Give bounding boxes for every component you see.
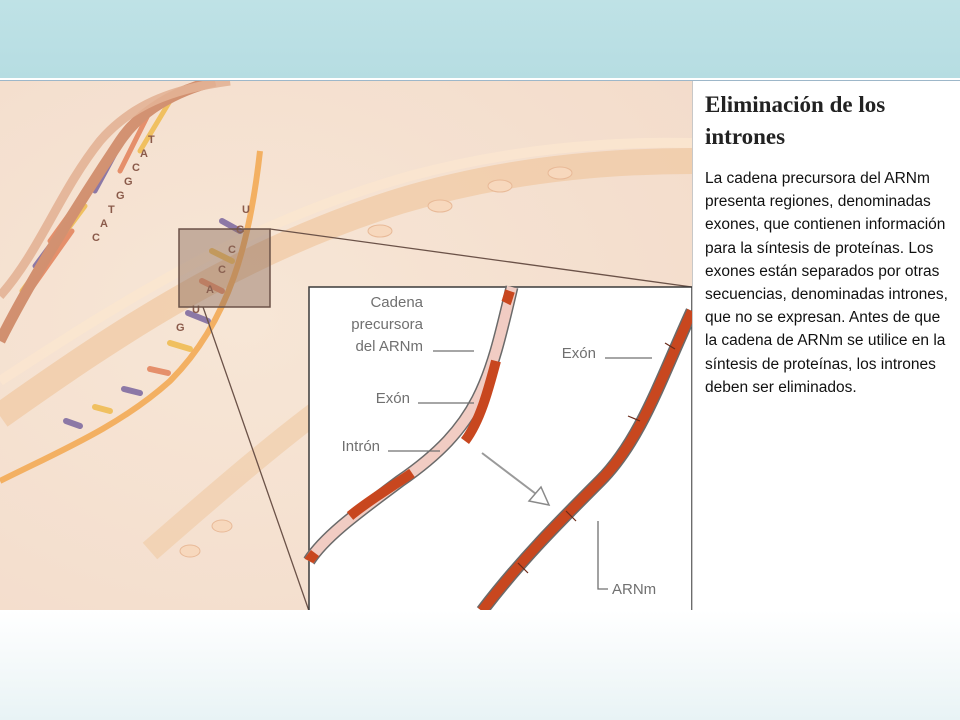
splicing-illustration: T A C G G T A C U [0,81,692,611]
svg-text:C: C [228,244,236,256]
svg-text:U: U [192,304,200,316]
exon-segment [460,359,501,444]
explanation-panel: Eliminación de los intrones La cadena pr… [692,81,960,611]
intron-segment [304,285,517,564]
label-exon-right: Exón [562,345,596,362]
dna-double-helix [0,81,231,344]
membrane-pores [179,166,573,558]
exon-segment [346,468,415,520]
dna-letters: T A C G G T A C [92,134,155,244]
svg-text:A: A [100,218,108,230]
label-arnm: ARNm [612,581,656,598]
panel-title: Eliminación de los intrones [705,92,886,149]
leader-arnm [597,521,608,590]
svg-text:C: C [132,162,140,174]
label-precursor-line3: del ARNm [355,338,423,355]
inset-panel: Cadena precursora del ARNm Exón Intrón E… [303,285,692,611]
exon-segment [501,289,515,306]
svg-text:C: C [218,264,226,276]
label-precursor-line1: Cadena [370,294,423,311]
mrna-strand [0,150,263,484]
zoom-leader-bottom [202,306,310,611]
nuclear-membrane-inner [0,137,692,386]
svg-text:T: T [108,204,115,216]
svg-text:G: G [124,176,133,188]
slide-footer-gradient [0,610,960,720]
exon-segment [304,549,319,564]
zoom-region-box [178,228,271,308]
mrna-letters: U G C C A U G [176,204,250,334]
svg-text:G: G [236,224,245,236]
panel-body: La cadena precursora del ARNm presenta r… [705,170,948,396]
svg-text:U: U [242,204,250,216]
svg-text:G: G [176,322,185,334]
precursor-mrna-strand [303,285,519,565]
slide-header-band [0,0,960,78]
svg-text:A: A [140,148,148,160]
label-exon-left: Exón [376,390,410,407]
figure: T A C G G T A C U [0,80,960,611]
label-intron: Intrón [342,438,380,455]
svg-text:C: C [92,232,100,244]
label-precursor-line2: precursora [351,316,423,333]
svg-text:A: A [206,284,214,296]
nuclear-membrane-outer [0,148,692,427]
svg-text:G: G [116,190,125,202]
zoom-leader-top [269,228,692,288]
mature-mrna-strand [476,308,692,611]
transformation-arrow [481,452,551,507]
svg-text:T: T [148,134,155,146]
